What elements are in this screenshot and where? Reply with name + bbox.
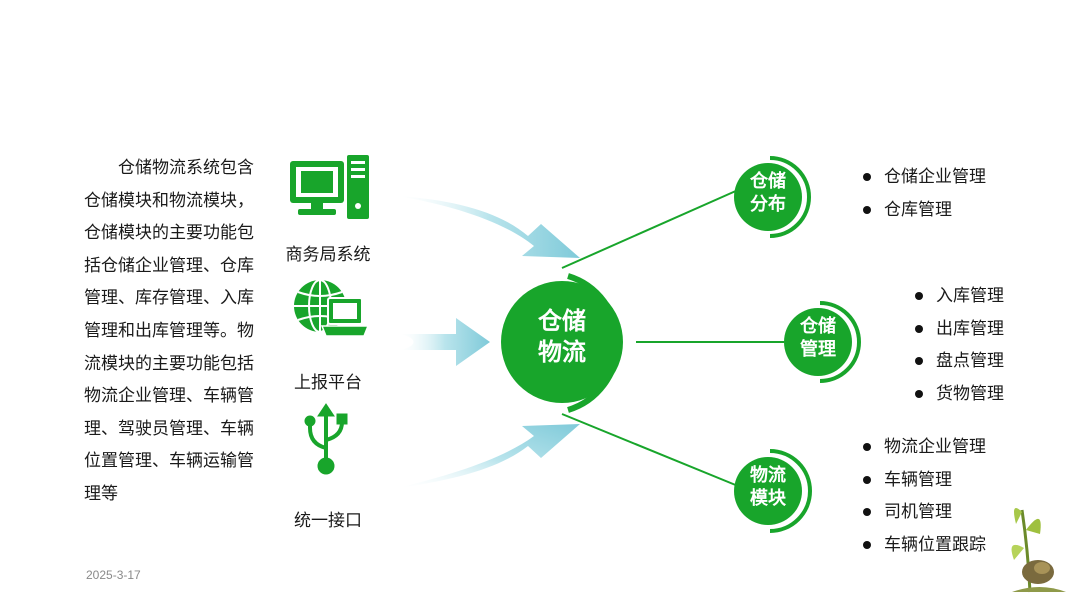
globe-laptop-icon xyxy=(294,279,370,337)
list-item: 仓库管理 xyxy=(860,194,986,227)
arrow-top xyxy=(398,196,580,258)
list-item: 出库管理 xyxy=(912,313,1004,346)
center-hub-label: 仓储 物流 xyxy=(510,306,614,368)
list-item: 车辆位置跟踪 xyxy=(860,529,986,562)
source-label-commerce-system: 商务局系统 xyxy=(285,245,371,265)
module-label-line2: 分布 xyxy=(750,194,786,216)
connector-bottom xyxy=(561,413,739,487)
computer-icon xyxy=(290,155,369,219)
source-label-unified-interface: 统一接口 xyxy=(294,511,362,531)
connector-top xyxy=(561,189,739,269)
slide-date: 2025-3-17 xyxy=(86,568,141,582)
module-label-logistics: 物流 模块 xyxy=(734,464,802,511)
module-label-line1: 仓储 xyxy=(750,171,786,192)
list-item: 货物管理 xyxy=(912,378,1004,411)
module-hub-storage-management xyxy=(784,301,861,383)
list-item: 入库管理 xyxy=(912,280,1004,313)
module-hub-storage-distribution xyxy=(734,156,811,238)
module-label-storage-distribution: 仓储 分布 xyxy=(734,170,802,217)
module-label-line1: 仓储 xyxy=(800,316,836,337)
center-hub xyxy=(501,273,623,413)
list-item: 车辆管理 xyxy=(860,464,986,497)
plant-decoration-icon xyxy=(1011,508,1066,593)
module-label-line2: 模块 xyxy=(750,488,786,510)
source-label-report-platform: 上报平台 xyxy=(294,373,362,393)
bullet-list-storage-distribution: 仓储企业管理 仓库管理 xyxy=(860,161,986,226)
list-item: 司机管理 xyxy=(860,496,986,529)
arrow-middle xyxy=(400,318,490,366)
list-item: 仓储企业管理 xyxy=(860,161,986,194)
module-label-line2: 管理 xyxy=(800,339,836,361)
list-item: 盘点管理 xyxy=(912,345,1004,378)
arrow-bottom xyxy=(398,424,580,488)
center-hub-line2: 物流 xyxy=(538,338,586,367)
system-description: 仓储物流系统包含仓储模块和物流模块，仓储模块的主要功能包括仓储企业管理、仓库管理… xyxy=(84,152,264,511)
bullet-list-logistics: 物流企业管理 车辆管理 司机管理 车辆位置跟踪 xyxy=(860,431,986,561)
module-label-storage-management: 仓储 管理 xyxy=(784,315,852,362)
list-item: 物流企业管理 xyxy=(860,431,986,464)
usb-icon xyxy=(304,403,348,475)
module-label-line1: 物流 xyxy=(750,465,786,486)
module-hub-logistics xyxy=(734,449,812,533)
center-hub-line1: 仓储 xyxy=(538,307,586,335)
bullet-list-storage-management: 入库管理 出库管理 盘点管理 货物管理 xyxy=(912,280,1004,410)
description-text: 仓储物流系统包含仓储模块和物流模块，仓储模块的主要功能包括仓储企业管理、仓库管理… xyxy=(84,158,254,504)
